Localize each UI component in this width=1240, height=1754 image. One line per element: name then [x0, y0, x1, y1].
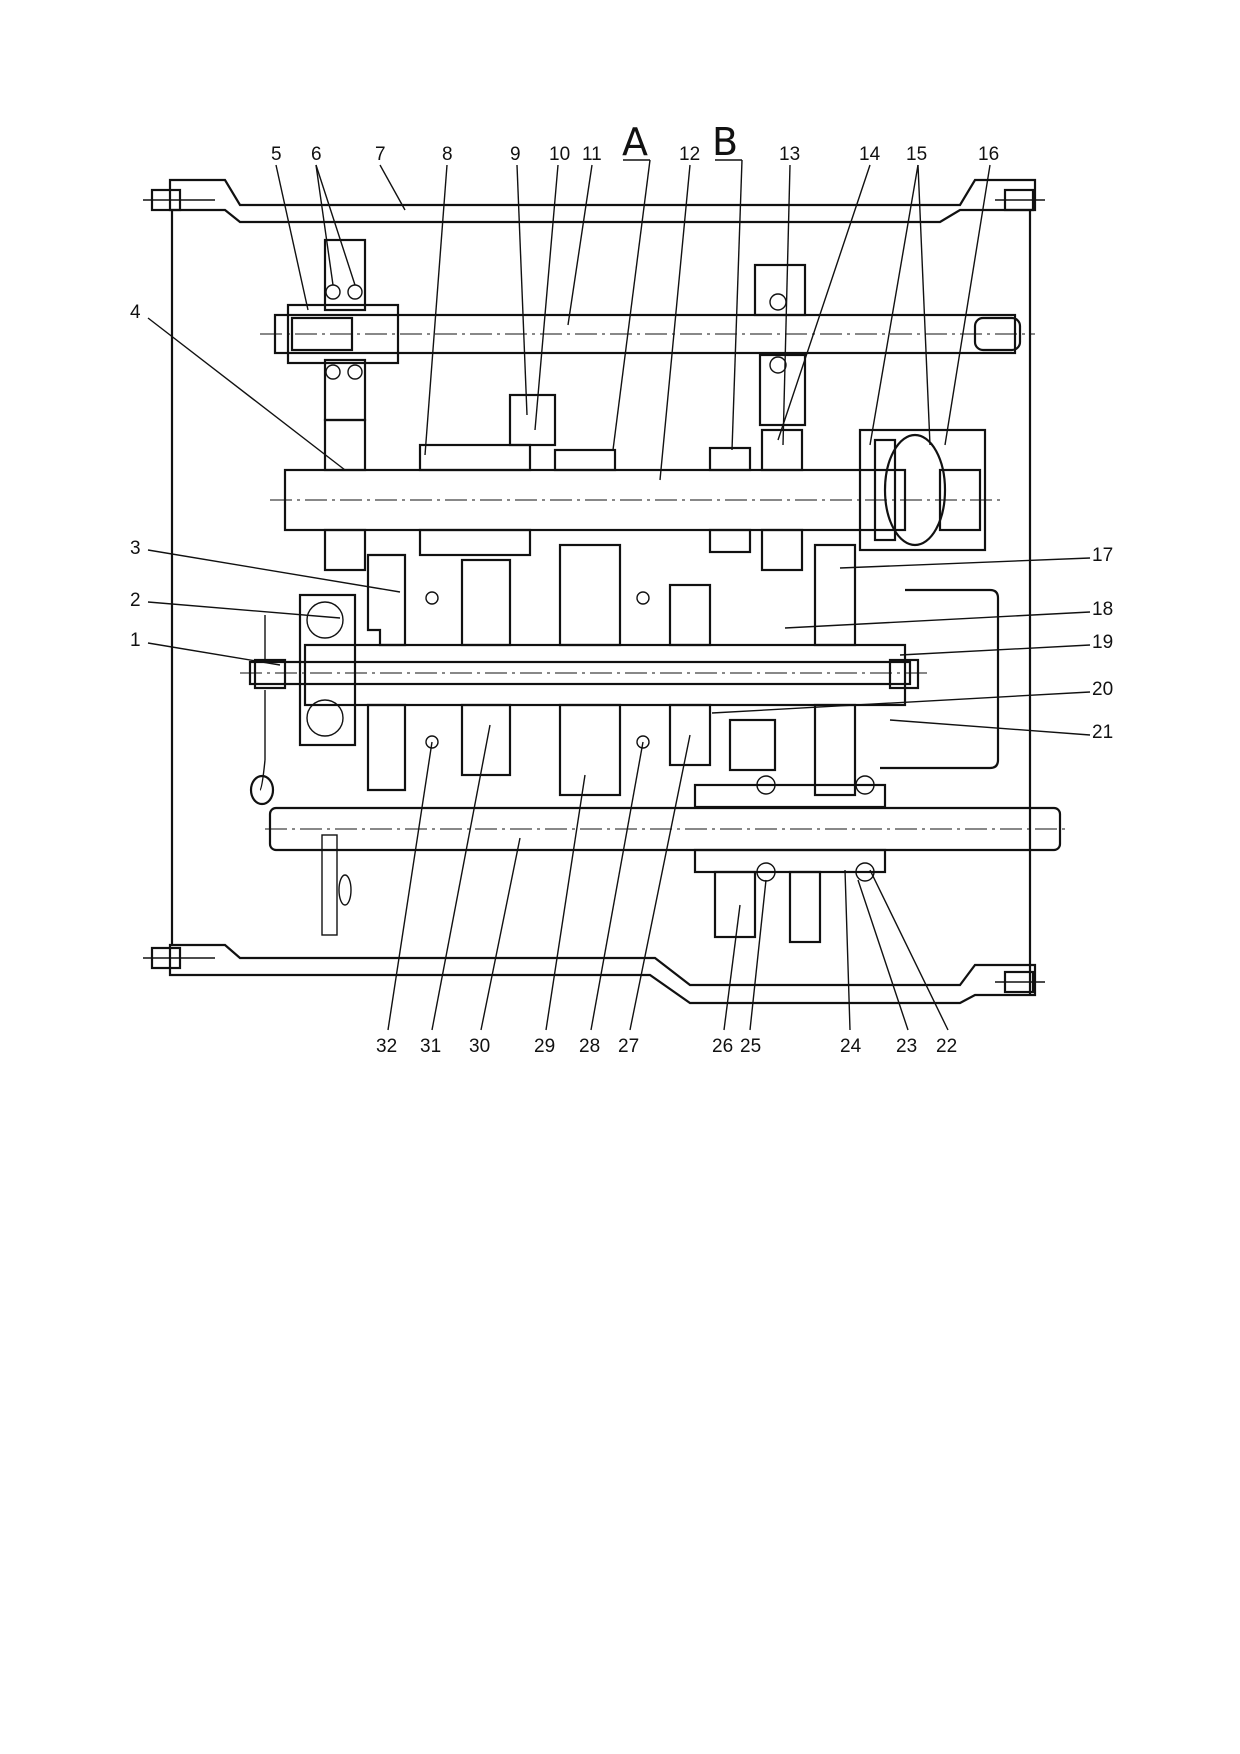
callout-24: 24 [840, 1036, 862, 1057]
callout-14: 14 [859, 144, 881, 165]
section-mark-a: A [622, 120, 648, 164]
callout-19: 19 [1092, 632, 1113, 653]
callout-13: 13 [779, 144, 800, 165]
callout-29: 29 [534, 1036, 555, 1057]
callout-22: 22 [936, 1036, 957, 1057]
callout-21: 21 [1092, 722, 1113, 743]
housing-top-wall [143, 178, 1045, 224]
callout-1: 1 [130, 630, 141, 651]
callout-10: 10 [549, 144, 570, 165]
callout-28: 28 [579, 1036, 600, 1057]
callout-8: 8 [442, 144, 453, 165]
callout-11: 11 [582, 144, 602, 165]
callout-32: 32 [376, 1036, 397, 1057]
callout-31: 31 [420, 1036, 441, 1057]
callout-27: 27 [618, 1036, 639, 1057]
callout-5: 5 [271, 144, 282, 165]
callout-20: 20 [1092, 679, 1113, 700]
callout-15: 15 [906, 144, 927, 165]
intermediate-gears [366, 543, 857, 797]
callout-7: 7 [375, 144, 386, 165]
callout-3: 3 [130, 538, 141, 559]
callout-26: 26 [712, 1036, 733, 1057]
housing-bottom-wall [143, 943, 1045, 1005]
callout-18: 18 [1092, 599, 1113, 620]
output-coupling [858, 428, 987, 552]
callout-4: 4 [130, 302, 141, 323]
callout-16: 16 [978, 144, 999, 165]
callout-30: 30 [469, 1036, 490, 1057]
lower-shaft [265, 775, 1065, 944]
section-mark-b: B [712, 120, 738, 164]
leader-lines [147, 159, 1091, 1031]
callout-9: 9 [510, 144, 521, 165]
callout-2: 2 [130, 590, 141, 611]
upper-auxiliary-shaft [260, 238, 1035, 427]
callout-12: 12 [679, 144, 700, 165]
callout-17: 17 [1092, 545, 1113, 566]
callout-6: 6 [311, 144, 322, 165]
callout-25: 25 [740, 1036, 761, 1057]
callout-23: 23 [896, 1036, 917, 1057]
main-shaft [270, 393, 1000, 572]
